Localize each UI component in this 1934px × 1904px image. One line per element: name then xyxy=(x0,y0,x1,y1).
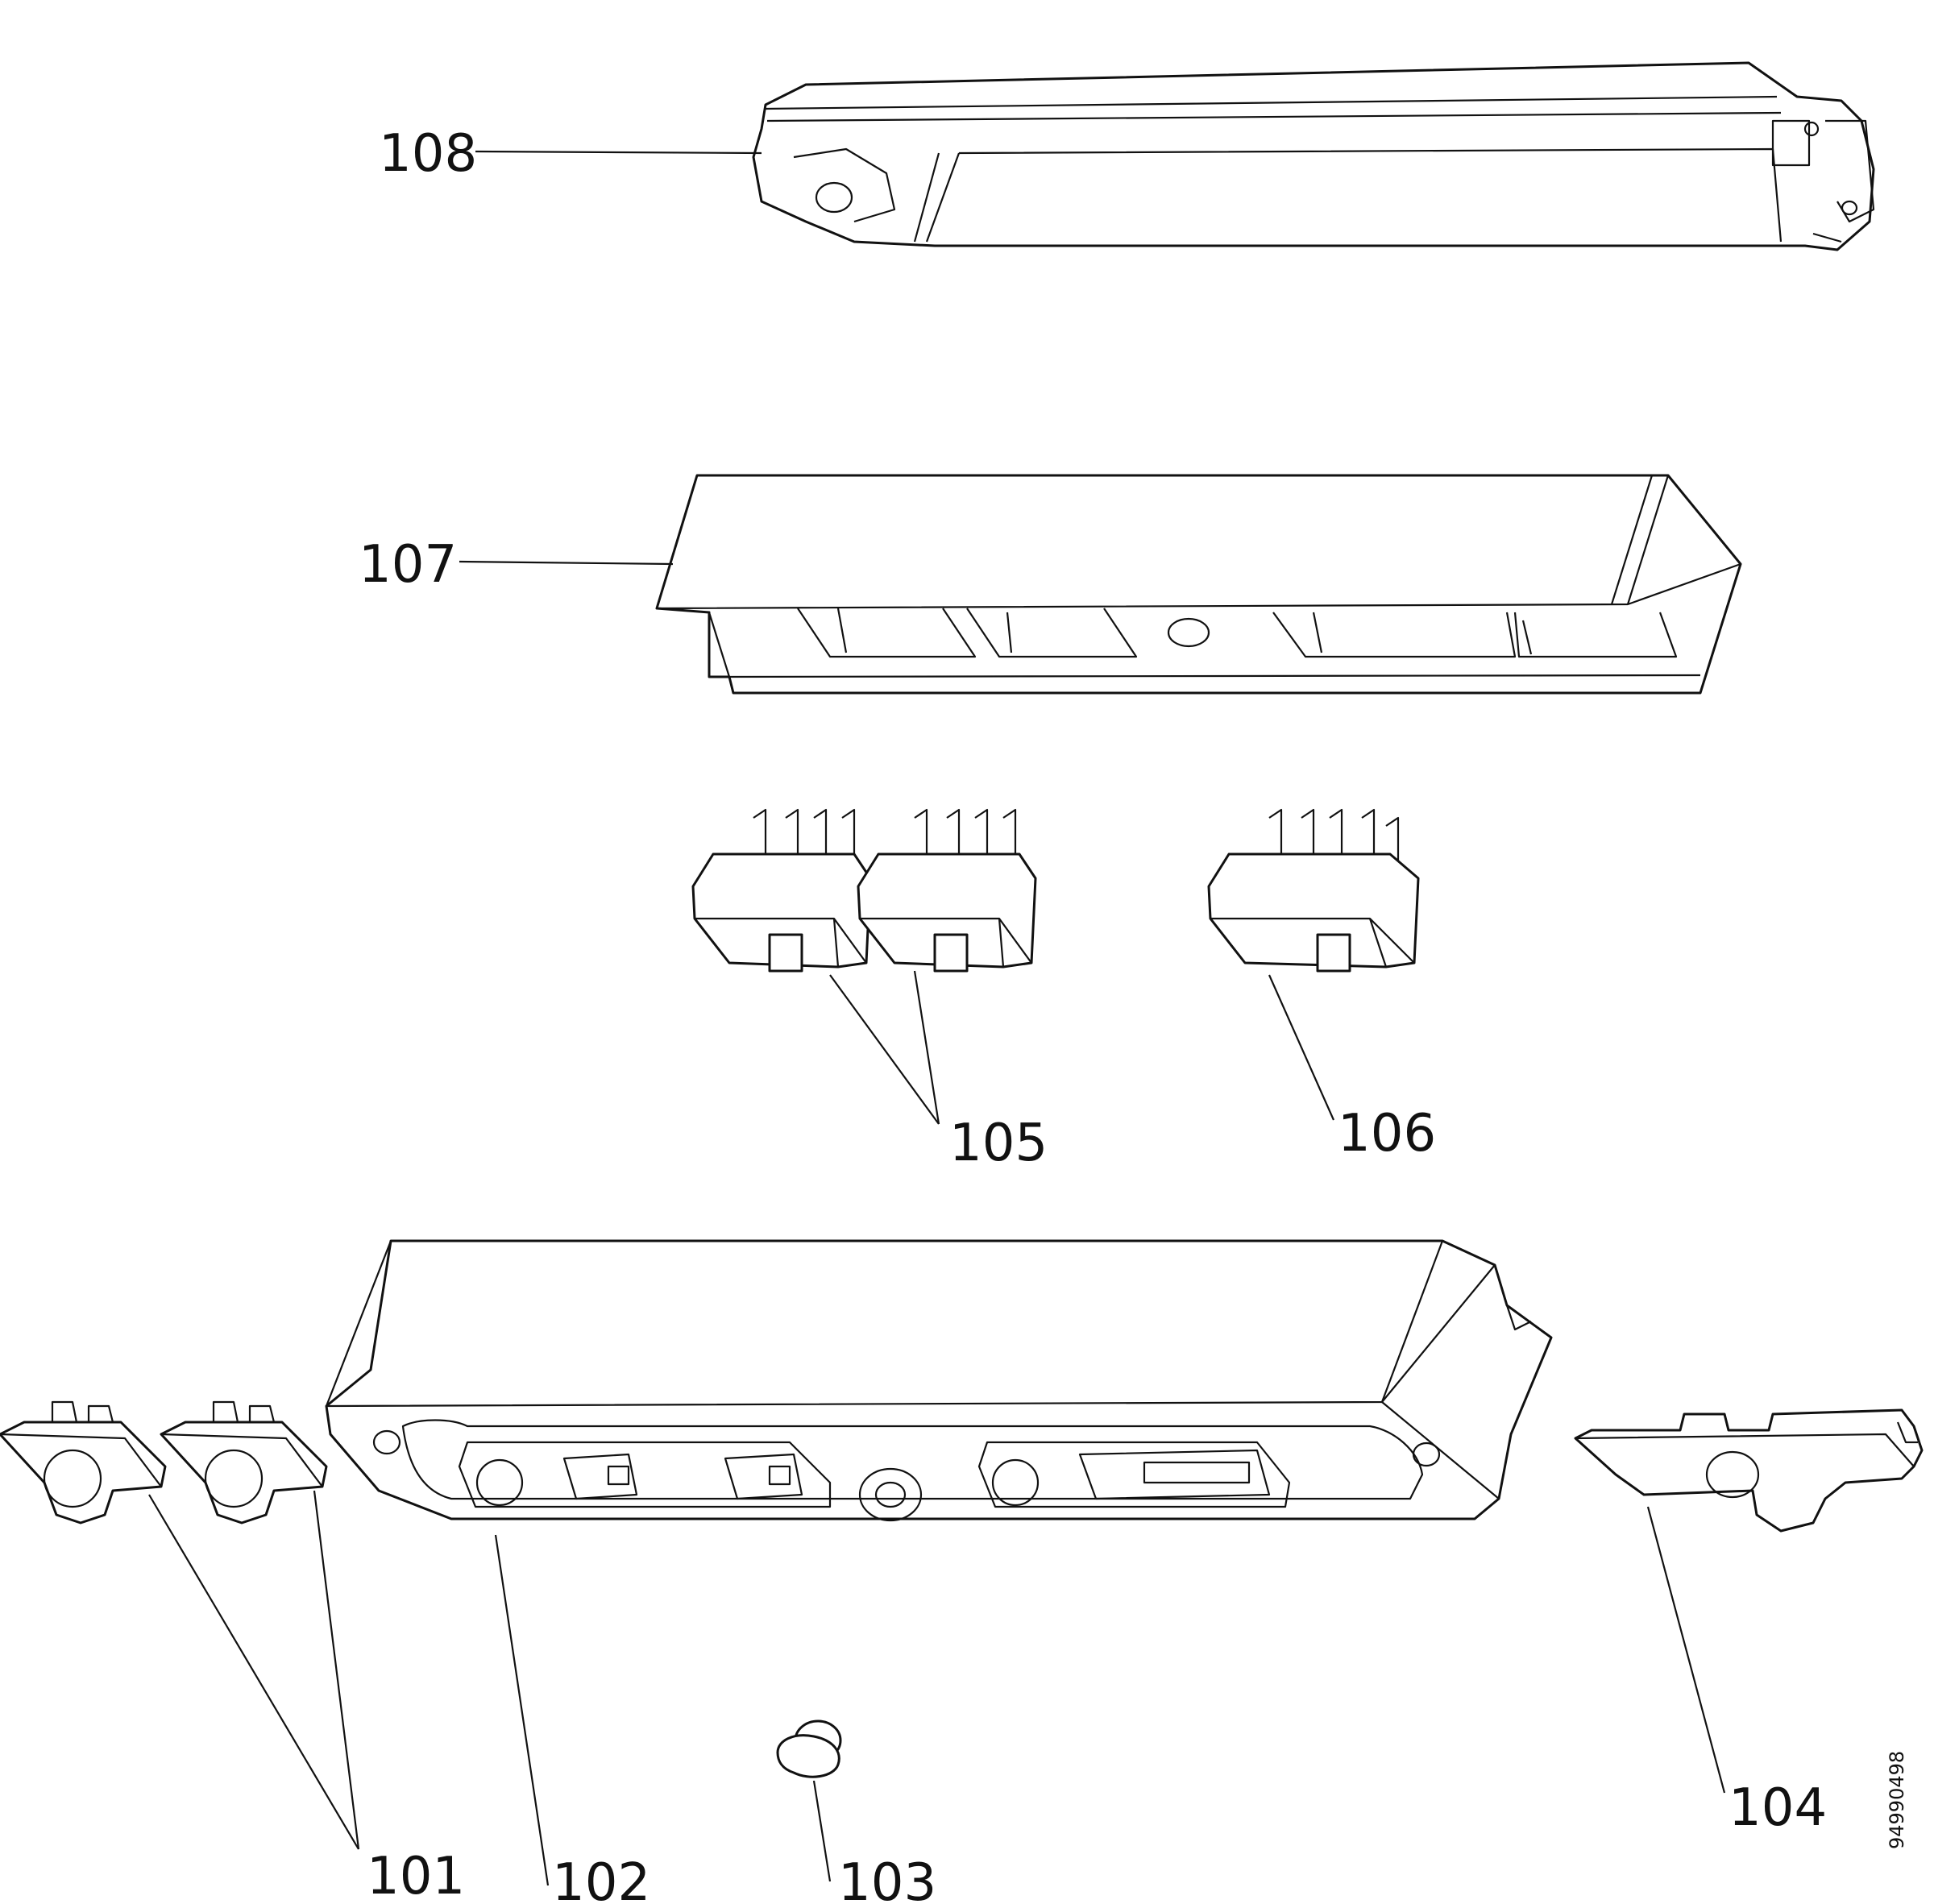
part-105-switch-a xyxy=(691,808,872,973)
leader-105-b xyxy=(913,970,940,1125)
leader-106 xyxy=(1268,974,1335,1121)
callout-101: 101 xyxy=(367,1847,465,1904)
callout-106: 106 xyxy=(1338,1104,1436,1164)
leader-104 xyxy=(1646,1506,1726,1794)
part-103-knob xyxy=(776,1719,842,1778)
callout-105: 105 xyxy=(949,1114,1048,1173)
callout-104: 104 xyxy=(1729,1778,1827,1838)
part-108-top-cover xyxy=(752,61,1875,251)
leader-107 xyxy=(459,560,674,566)
leader-108 xyxy=(475,150,762,155)
leader-103 xyxy=(812,1780,832,1882)
part-101-cap-b xyxy=(160,1400,328,1524)
document-number: 94990498 xyxy=(1886,1751,1908,1849)
callout-103: 103 xyxy=(838,1853,936,1904)
leader-102 xyxy=(494,1534,550,1886)
part-107-housing xyxy=(655,474,1742,695)
part-106-switch xyxy=(1207,808,1420,973)
leader-101-a xyxy=(148,1494,359,1850)
leader-101-b xyxy=(313,1490,360,1850)
part-104-end-cap xyxy=(1574,1408,1924,1533)
callout-107: 107 xyxy=(359,535,457,595)
part-102-front-panel xyxy=(325,1239,1553,1522)
callout-102: 102 xyxy=(552,1853,650,1904)
callout-108: 108 xyxy=(379,124,477,184)
part-105-switch-b xyxy=(857,808,1037,973)
part-101-cap-a xyxy=(0,1400,167,1524)
leader-105-a xyxy=(829,974,940,1125)
